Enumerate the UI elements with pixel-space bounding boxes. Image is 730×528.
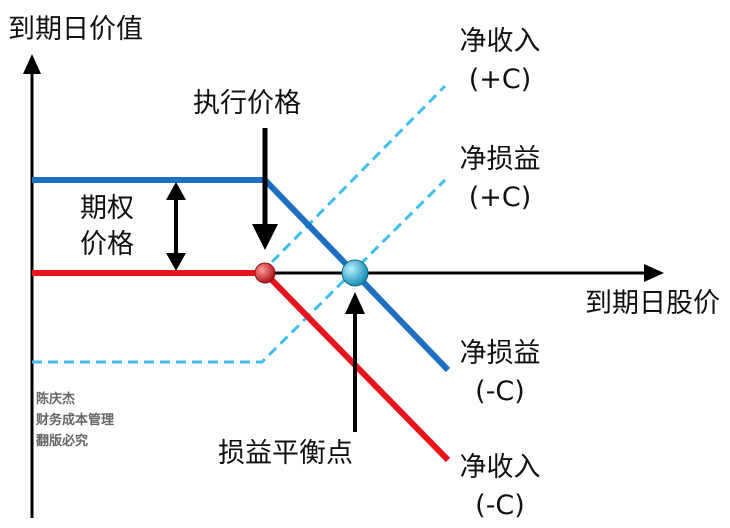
- premium-arrowhead-bottom: [166, 253, 186, 271]
- breakeven-point-icon: [341, 259, 369, 287]
- watermark-line3: 翻版必究: [36, 433, 88, 449]
- strike-arrowhead: [252, 224, 278, 250]
- x-axis-arrowhead: [644, 264, 664, 282]
- breakeven-label: 损益平衡点: [218, 438, 353, 469]
- net-income-pos-label-1: 净收入: [460, 26, 541, 57]
- watermark-line2: 财务成本管理: [36, 412, 114, 428]
- strike-point-icon: [254, 262, 276, 284]
- y-axis-arrowhead: [23, 54, 41, 74]
- net-income-neg-label-1: 净收入: [460, 452, 541, 483]
- net-pl-pos-label-1: 净损益: [460, 144, 541, 175]
- net-pl-pos-label-2: (+C): [469, 182, 532, 213]
- premium-arrowhead-top: [166, 182, 186, 200]
- premium-label-line1: 期权: [80, 193, 134, 224]
- dashed-line-upper: [270, 84, 447, 264]
- net-pl-neg-label-1: 净损益: [460, 338, 541, 369]
- dashed-line-lower: [32, 178, 447, 364]
- net-income-neg-label-2: (-C): [475, 490, 525, 521]
- y-axis-label: 到期日价值: [8, 14, 143, 45]
- watermark-line1: 陈庆杰: [36, 391, 75, 407]
- net-pl-neg-label-2: (-C): [475, 376, 525, 407]
- net-income-pos-label-2: (+C): [469, 64, 532, 95]
- x-axis-label: 到期日股价: [585, 288, 720, 319]
- breakeven-arrowhead: [345, 292, 365, 314]
- strike-label: 执行价格: [193, 88, 301, 119]
- premium-label-line2: 价格: [80, 229, 134, 260]
